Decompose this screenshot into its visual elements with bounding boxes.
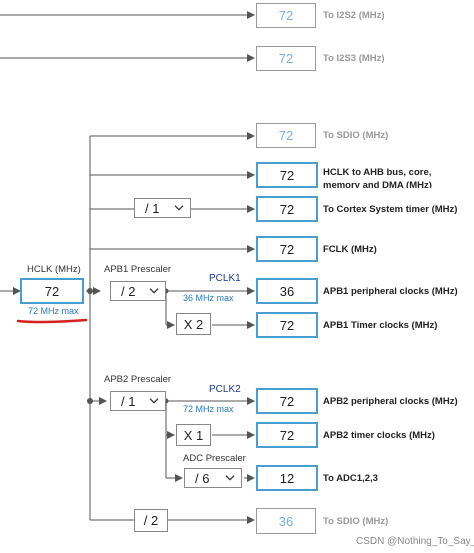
fclk-output-box[interactable]: 72 bbox=[256, 236, 318, 262]
apb2-timer-multiplier-value: X 1 bbox=[183, 427, 204, 443]
apb1-periph-value: 36 bbox=[279, 283, 295, 299]
apb2-prescaler-select[interactable]: / 1 bbox=[110, 391, 166, 411]
hclk-value: 72 bbox=[44, 283, 60, 299]
fclk-label: FCLK (MHz) bbox=[323, 244, 377, 255]
i2s2-value: 72 bbox=[278, 8, 294, 23]
cortex-timer-output-box[interactable]: 72 bbox=[256, 196, 318, 222]
hclk-bus-output-box[interactable]: 72 bbox=[256, 162, 318, 188]
junction-dot bbox=[87, 398, 93, 404]
apb2-prescaler-title: APB2 Prescaler bbox=[104, 374, 172, 385]
apb1-prescaler-select[interactable]: / 2 bbox=[110, 281, 166, 301]
sdio-bottom-value: 36 bbox=[278, 513, 294, 529]
pclk1-label: PCLK1 bbox=[209, 273, 241, 284]
apb1-timer-label: APB1 Timer clocks (MHz) bbox=[323, 320, 438, 331]
chevron-down-icon bbox=[149, 288, 159, 294]
junction-dot bbox=[87, 288, 93, 294]
apb1-prescaler-title: APB1 Prescaler bbox=[104, 264, 172, 275]
i2s2-output-box[interactable]: 72 bbox=[256, 3, 316, 28]
apb1-timer-multiplier: X 2 bbox=[176, 313, 211, 335]
apb2-prescaler-value: / 1 bbox=[121, 393, 136, 409]
cortex-timer-label: To Cortex System timer (MHz) bbox=[323, 204, 458, 215]
hclk-bus-label-line1: HCLK to AHB bus, core, bbox=[323, 167, 432, 178]
apb2-periph-label: APB2 peripheral clocks (MHz) bbox=[323, 396, 458, 407]
i2s3-output-box[interactable]: 72 bbox=[256, 46, 316, 71]
sdio-top-label: To SDIO (MHz) bbox=[323, 130, 389, 141]
cortex-timer-value: 72 bbox=[279, 201, 295, 217]
sdio-bottom-output-box[interactable]: 36 bbox=[256, 508, 316, 534]
adc-prescaler-title: ADC Prescaler bbox=[183, 453, 246, 464]
sdio-top-value: 72 bbox=[278, 128, 294, 143]
hclk-bus-label-clip: memory and DMA (MHz) bbox=[323, 179, 432, 188]
sdio-divider-value: / 2 bbox=[143, 513, 159, 528]
hclk-max-note: 72 MHz max bbox=[28, 306, 79, 316]
chevron-down-icon bbox=[149, 398, 159, 404]
watermark: CSDN @Nothing_To_Say_ bbox=[356, 536, 474, 547]
adc-prescaler-select[interactable]: / 6 bbox=[184, 468, 242, 488]
hclk-title: HCLK (MHz) bbox=[27, 264, 81, 275]
apb2-timer-value: 72 bbox=[279, 427, 295, 443]
adc-label: To ADC1,2,3 bbox=[323, 473, 378, 484]
red-underline-annotation bbox=[16, 318, 88, 324]
apb2-max-note: 72 MHz max bbox=[183, 404, 234, 414]
chevron-down-icon bbox=[174, 205, 184, 211]
chevron-down-icon bbox=[225, 475, 235, 481]
pclk2-label: PCLK2 bbox=[209, 384, 241, 395]
apb1-max-note: 36 MHz max bbox=[183, 293, 234, 303]
i2s3-value: 72 bbox=[278, 51, 294, 66]
apb1-timer-output-box[interactable]: 72 bbox=[256, 312, 318, 338]
adc-value: 12 bbox=[279, 470, 295, 486]
apb1-prescaler-value: / 2 bbox=[121, 283, 136, 299]
adc-output-box[interactable]: 12 bbox=[256, 465, 318, 491]
i2s3-label: To I2S3 (MHz) bbox=[323, 53, 385, 64]
sdio-bottom-label: To SDIO (MHz) bbox=[323, 516, 389, 527]
i2s2-label: To I2S2 (MHz) bbox=[323, 10, 385, 21]
fclk-value: 72 bbox=[279, 241, 295, 257]
apb1-periph-label: APB1 peripheral clocks (MHz) bbox=[323, 286, 458, 297]
apb1-timer-multiplier-value: X 2 bbox=[183, 316, 204, 332]
apb1-timer-value: 72 bbox=[279, 317, 295, 333]
cortex-divider-value: / 1 bbox=[145, 200, 160, 216]
apb2-timer-multiplier: X 1 bbox=[176, 424, 211, 446]
hclk-input-box[interactable]: 72 bbox=[20, 278, 84, 304]
apb2-periph-output-box[interactable]: 72 bbox=[256, 388, 318, 414]
sdio-top-output-box[interactable]: 72 bbox=[256, 123, 316, 148]
apb2-timer-label: APB2 timer clocks (MHz) bbox=[323, 430, 435, 441]
hclk-bus-value: 72 bbox=[279, 167, 295, 183]
cortex-divider-select[interactable]: / 1 bbox=[134, 198, 191, 218]
adc-prescaler-value: / 6 bbox=[195, 470, 210, 486]
apb2-timer-output-box[interactable]: 72 bbox=[256, 422, 318, 448]
hclk-bus-label-line2: memory and DMA (MHz) bbox=[323, 180, 432, 188]
apb1-periph-output-box[interactable]: 36 bbox=[256, 278, 318, 304]
apb2-periph-value: 72 bbox=[279, 393, 295, 409]
sdio-divider-box: / 2 bbox=[134, 509, 168, 532]
